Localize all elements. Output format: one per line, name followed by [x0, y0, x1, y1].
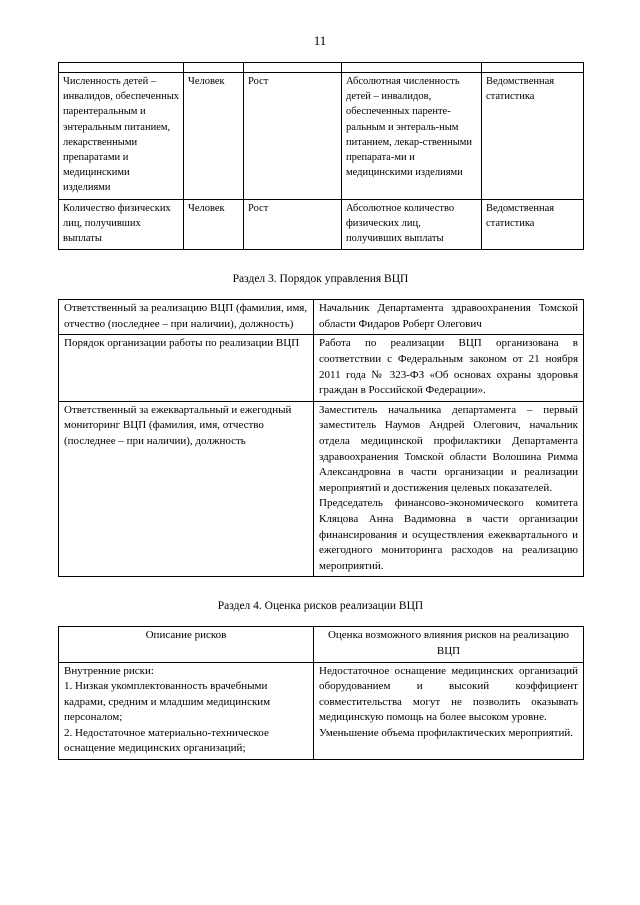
cell-unit: Человек [183, 72, 244, 200]
cell-risk-description: Внутренние риски: 1. Низкая укомплектова… [58, 661, 314, 761]
spacer-cell-1 [58, 62, 184, 73]
cell-risk-impact: Недостаточное оснащение медицинских орга… [313, 661, 584, 761]
indicators-table: Численность детей – инвалидов, обеспечен… [58, 62, 584, 251]
table-row: Порядок организации работы по реализации… [58, 334, 584, 402]
table-row-spacer [58, 62, 584, 73]
table-row: Внутренние риски: 1. Низкая укомплектова… [58, 661, 584, 761]
spacer-before-section4-title [58, 577, 583, 599]
section4-title: Раздел 4. Оценка рисков реализации ВЦП [217, 600, 424, 613]
spacer-before-section3-title [58, 250, 583, 272]
spacer-after-section3-title [58, 286, 583, 299]
cell-source: Ведомственная статистика [481, 72, 584, 200]
page-content: Численность детей – инвалидов, обеспечен… [58, 62, 584, 761]
impact-paragraph-2: Уменьшение объема профилактических мероп… [319, 726, 573, 739]
header-risk-description: Описание рисков [58, 626, 314, 663]
table-header-row: Описание рисков Оценка возможного влияни… [58, 626, 584, 663]
cell-trend: Рост [243, 72, 342, 200]
spacer-after-section4-title [58, 613, 583, 626]
table-row: Численность детей – инвалидов, обеспечен… [58, 72, 584, 200]
table-row: Ответственный за реализацию ВЦП (фамилия… [58, 299, 584, 336]
section3-title: Раздел 3. Порядок управления ВЦП [232, 273, 409, 286]
impact-paragraph-1: Недостаточное оснащение медицинских орга… [319, 664, 578, 724]
cell-trend: Рост [243, 198, 342, 251]
page-number: 11 [313, 33, 327, 48]
cell-indicator: Количество физических лиц, получивших вы… [58, 198, 184, 251]
management-order-table: Ответственный за реализацию ВЦП (фамилия… [58, 299, 584, 578]
spacer-cell-2 [183, 62, 244, 73]
monitoring-paragraph-2: Председатель финансово-экономического ко… [319, 497, 578, 572]
cell-label-responsible: Ответственный за реализацию ВЦП (фамилия… [58, 299, 314, 336]
cell-method: Абсолютная численность детей – инвалидов… [341, 72, 482, 200]
cell-method: Абсолютное количество физических лиц, по… [341, 198, 482, 251]
spacer-cell-3 [243, 62, 342, 73]
cell-value-responsible: Начальник Департамента здравоохранения Т… [313, 299, 584, 336]
cell-label-monitoring: Ответственный за ежеквартальный и ежегод… [58, 400, 314, 578]
cell-value-work-order: Работа по реализации ВЦП организована в … [313, 334, 584, 402]
table-row: Количество физических лиц, получивших вы… [58, 198, 584, 251]
header-risk-impact: Оценка возможного влияния рисков на реал… [313, 626, 584, 663]
spacer-cell-4 [341, 62, 482, 73]
cell-value-monitoring: Заместитель начальника департамента – пе… [313, 400, 584, 578]
spacer-cell-5 [481, 62, 584, 73]
table-row: Ответственный за ежеквартальный и ежегод… [58, 400, 584, 578]
cell-unit: Человек [183, 198, 244, 251]
risks-table: Описание рисков Оценка возможного влияни… [58, 626, 584, 761]
cell-indicator: Численность детей – инвалидов, обеспечен… [58, 72, 184, 200]
monitoring-paragraph-1: Заместитель начальника департамента – пе… [319, 403, 578, 494]
cell-source: Ведомственная статистика [481, 198, 584, 251]
cell-label-work-order: Порядок организации работы по реализации… [58, 334, 314, 402]
